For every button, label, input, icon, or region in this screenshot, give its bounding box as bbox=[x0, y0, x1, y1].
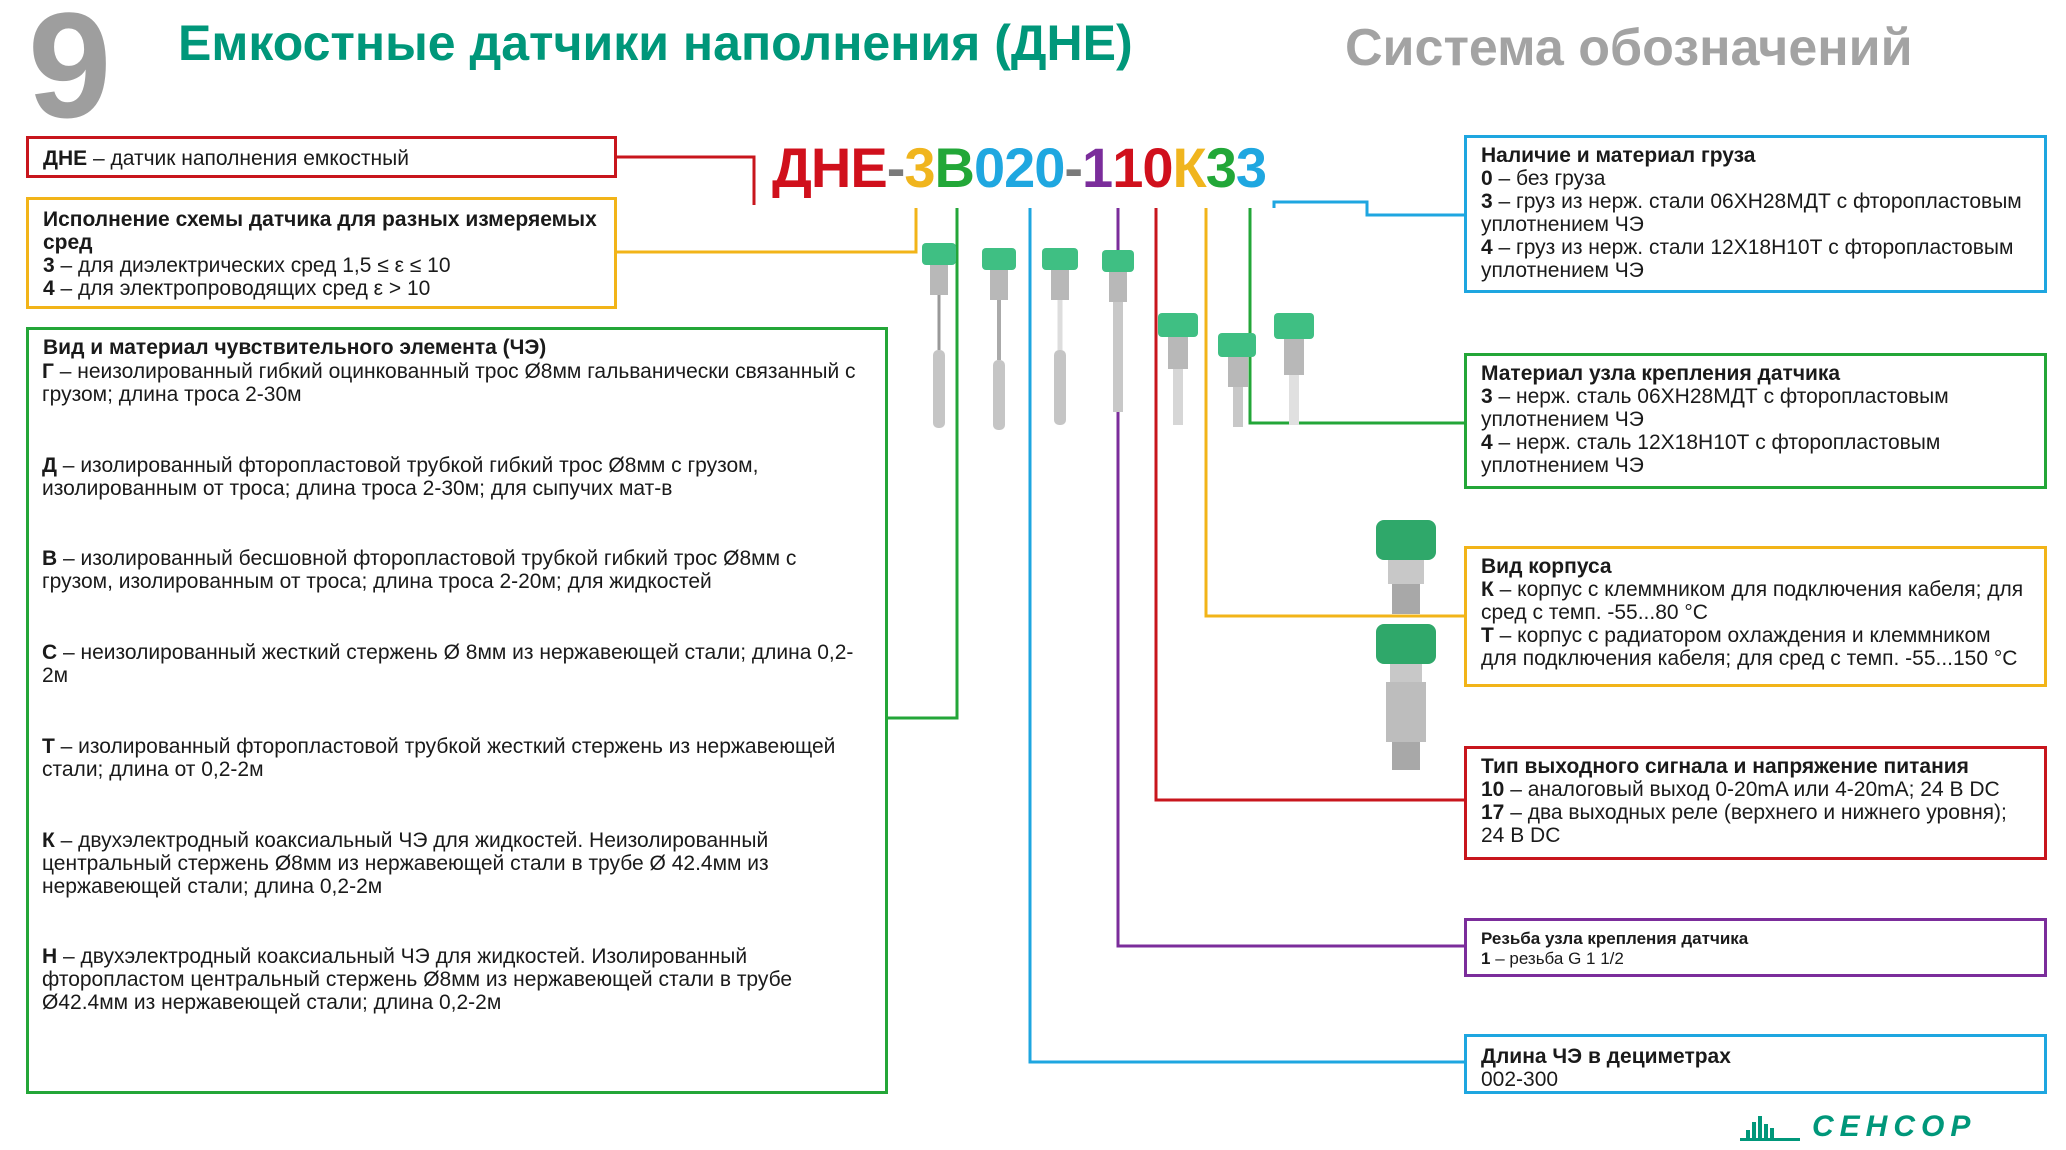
element-text-d: – изолированный фторопластовой трубкой г… bbox=[42, 454, 759, 500]
scheme-code-3: 3 bbox=[43, 254, 55, 277]
element-code-n: Н bbox=[42, 945, 58, 968]
element-text-v: – изолированный бесшовной фторопластовой… bbox=[42, 547, 797, 593]
code-part-thread: 1 bbox=[1082, 136, 1113, 199]
element-item-v: В – изолированный бесшовной фторопластов… bbox=[42, 547, 872, 593]
code-part-weight: 3 bbox=[1235, 136, 1267, 199]
scheme-box: Исполнение схемы датчика для разных изме… bbox=[26, 197, 617, 309]
signal-code-17: 17 bbox=[1481, 801, 1505, 824]
housing-text-k: – корпус с клеммником для подключения ка… bbox=[1481, 578, 2024, 624]
signal-heading: Тип выходного сигнала и напряжение питан… bbox=[1481, 755, 1969, 778]
element-text-t: – изолированный фторопластовой трубкой ж… bbox=[42, 735, 836, 781]
housing-code-t: Т bbox=[1481, 624, 1494, 647]
weight-text-4: – груз из нерж. стали 12Х18Н10Т с фтороп… bbox=[1481, 236, 2014, 282]
weight-text-3: – груз из нерж. стали 06ХН28МДТ с фтороп… bbox=[1481, 190, 2022, 236]
code-part-dne: ДНЕ bbox=[772, 136, 888, 199]
signal-code-10: 10 bbox=[1481, 778, 1505, 801]
mount-box: Материал узла крепления датчика 3 – нерж… bbox=[1464, 353, 2047, 489]
scheme-text-4: – для электропроводящих сред ε > 10 bbox=[54, 277, 431, 300]
weight-heading: Наличие и материал груза bbox=[1481, 144, 1756, 167]
company-logo: СЕНСОР bbox=[1740, 1110, 2052, 1143]
sensor-image-2 bbox=[982, 248, 1016, 430]
code-part-length: 020 bbox=[973, 136, 1065, 199]
scheme-code-4: 4 bbox=[43, 277, 55, 300]
code-part-dash2: - bbox=[1064, 136, 1083, 199]
dne-term: ДНЕ bbox=[43, 147, 88, 170]
sensor-image-6 bbox=[1218, 333, 1256, 427]
length-value: 002-300 bbox=[1481, 1068, 1559, 1091]
element-code-v: В bbox=[42, 547, 58, 570]
housing-heading: Вид корпуса bbox=[1481, 555, 1612, 578]
thread-box: Резьба узла крепления датчика 1 – резьба… bbox=[1464, 918, 2047, 977]
housing-image-k bbox=[1376, 520, 1436, 614]
element-text-n: – двухэлектродный коаксиальный ЧЭ для жи… bbox=[42, 945, 793, 1014]
page-title: Емкостные датчики наполнения (ДНЕ) bbox=[178, 15, 1133, 71]
mount-text-4: – нерж. сталь 12Х18Н10Т с фторопластовым… bbox=[1481, 431, 1941, 477]
dne-box: ДНЕ – датчик наполнения емкостный bbox=[26, 136, 617, 178]
element-code-s: С bbox=[42, 641, 58, 664]
sensor-image-3 bbox=[1042, 248, 1078, 425]
element-item-n: Н – двухэлектродный коаксиальный ЧЭ для … bbox=[42, 945, 872, 1014]
element-box: Вид и материал чувствительного элемента … bbox=[26, 327, 888, 1094]
section-title: Система обозначений bbox=[1345, 19, 1913, 77]
element-code-g: Г bbox=[42, 360, 54, 383]
element-item-k: К – двухэлектродный коаксиальный ЧЭ для … bbox=[42, 829, 872, 898]
mount-code-4: 4 bbox=[1481, 431, 1493, 454]
weight-box: Наличие и материал груза 0 – без груза 3… bbox=[1464, 135, 2047, 293]
weight-code-3: 3 bbox=[1481, 190, 1493, 213]
thread-heading: Резьба узла крепления датчика bbox=[1481, 929, 1749, 948]
code-part-mount: 3 bbox=[1205, 136, 1237, 199]
weight-code-0: 0 bbox=[1481, 167, 1493, 190]
weight-text-0: – без груза bbox=[1492, 167, 1606, 190]
sensor-image-7 bbox=[1274, 313, 1314, 425]
housing-code-k: К bbox=[1481, 578, 1494, 601]
element-item-g: Г – неизолированный гибкий оцинкованный … bbox=[42, 360, 872, 406]
element-text-k: – двухэлектродный коаксиальный ЧЭ для жи… bbox=[42, 829, 769, 898]
thread-code-1: 1 bbox=[1481, 949, 1491, 968]
sensor-image-5 bbox=[1158, 313, 1198, 425]
element-item-t: Т – изолированный фторопластовой трубкой… bbox=[42, 735, 872, 781]
length-box: Длина ЧЭ в дециметрах 002-300 bbox=[1464, 1034, 2047, 1094]
code-part-scheme: 3 bbox=[904, 136, 935, 199]
element-code-d: Д bbox=[42, 454, 57, 477]
page-number: 9 bbox=[28, 0, 112, 149]
designation-code: ДНЕ-3В020-110К33 bbox=[772, 136, 1267, 199]
mount-code-3: 3 bbox=[1481, 385, 1493, 408]
element-text-s: – неизолированный жесткий стержень Ø 8мм… bbox=[42, 641, 854, 687]
code-part-dash1: - bbox=[886, 136, 906, 199]
mount-text-3: – нерж. сталь 06ХН28МДТ с фторопластовым… bbox=[1481, 385, 1949, 431]
length-heading: Длина ЧЭ в дециметрах bbox=[1481, 1045, 1731, 1068]
housing-box: Вид корпуса К – корпус с клеммником для … bbox=[1464, 546, 2047, 687]
dne-text: – датчик наполнения емкостный bbox=[87, 147, 409, 170]
scheme-heading: Исполнение схемы датчика для разных изме… bbox=[43, 208, 597, 254]
element-text-g: – неизолированный гибкий оцинкованный тр… bbox=[42, 360, 856, 406]
code-part-signal: 10 bbox=[1112, 136, 1173, 199]
element-code-t: Т bbox=[42, 735, 55, 758]
signal-text-10: – аналоговый выход 0-20mA или 4-20mA; 24… bbox=[1504, 778, 2000, 801]
mount-heading: Материал узла крепления датчика bbox=[1481, 362, 1841, 385]
scheme-text-3: – для диэлектрических сред 1,5 ≤ ε ≤ 10 bbox=[54, 254, 451, 277]
element-item-s: С – неизолированный жесткий стержень Ø 8… bbox=[42, 641, 872, 687]
logo-text: СЕНСОР bbox=[1812, 1110, 1977, 1143]
housing-text-t: – корпус с радиатором охлаждения и клемм… bbox=[1481, 624, 2018, 670]
signal-box: Тип выходного сигнала и напряжение питан… bbox=[1464, 746, 2047, 860]
weight-code-4: 4 bbox=[1481, 236, 1493, 259]
thread-text-1: – резьба G 1 1/2 bbox=[1490, 949, 1624, 968]
code-part-element: В bbox=[934, 136, 975, 199]
signal-text-17: – два выходных реле (верхнего и нижнего … bbox=[1481, 801, 2007, 847]
housing-image-t bbox=[1376, 624, 1436, 770]
code-part-housing: К bbox=[1172, 136, 1207, 199]
element-code-k: К bbox=[42, 829, 55, 852]
element-heading: Вид и материал чувствительного элемента … bbox=[43, 336, 547, 359]
sensor-image-1 bbox=[922, 243, 956, 428]
logo-mark-icon bbox=[1740, 1116, 1800, 1141]
element-item-d: Д – изолированный фторопластовой трубкой… bbox=[42, 454, 872, 500]
sensor-image-4 bbox=[1102, 250, 1134, 412]
